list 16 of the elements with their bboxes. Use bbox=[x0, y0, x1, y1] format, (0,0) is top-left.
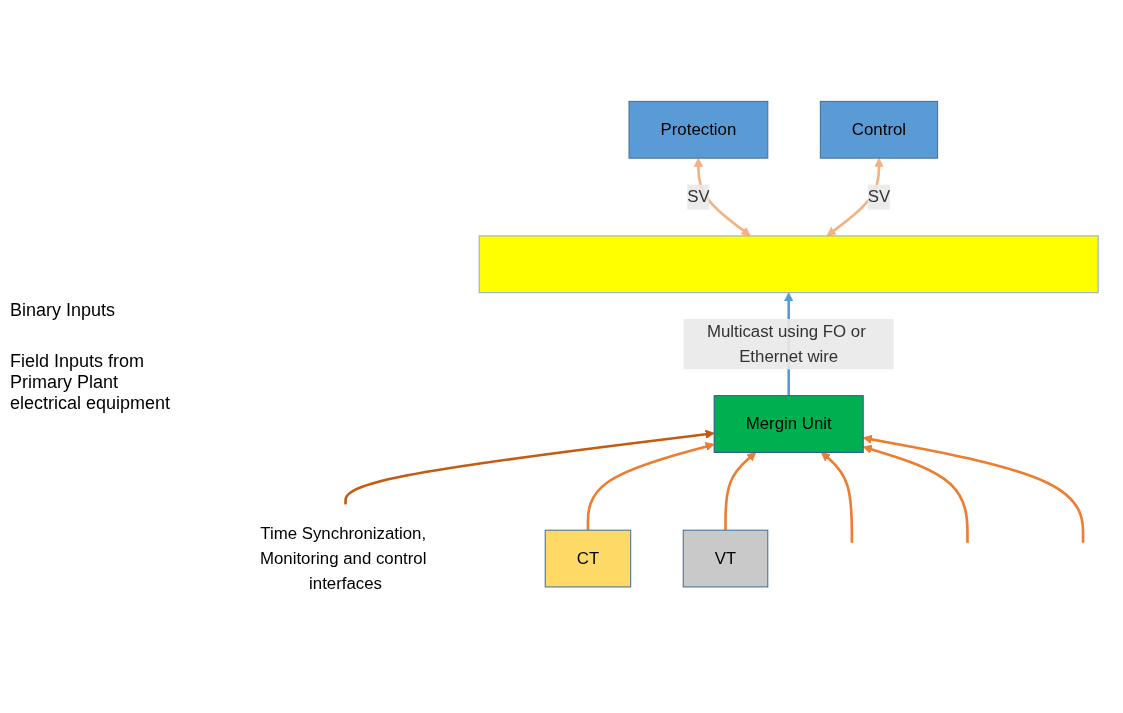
node-bar bbox=[478, 235, 1099, 293]
annotation-text: Binary Inputs bbox=[10, 299, 117, 321]
edge-label: SV bbox=[687, 187, 710, 206]
node-box: CT bbox=[544, 529, 632, 588]
edge-label: SV bbox=[867, 187, 891, 206]
node-box: Protection bbox=[628, 100, 769, 159]
node-box: VT bbox=[682, 529, 769, 588]
node-text: Time Synchronization, Monitoring and control interfaces bbox=[260, 523, 427, 592]
node-box: Control bbox=[819, 100, 939, 159]
arrow bbox=[724, 451, 757, 530]
arrow bbox=[586, 441, 715, 530]
node-box: Mergin Unit bbox=[713, 394, 864, 453]
arrow bbox=[344, 429, 715, 505]
arrow bbox=[821, 451, 854, 543]
edge-label: Multicast using FO or Ethernet wire bbox=[706, 321, 866, 365]
annotation-text: Field Inputs from Primary Plant electrical equipment bbox=[10, 350, 172, 414]
